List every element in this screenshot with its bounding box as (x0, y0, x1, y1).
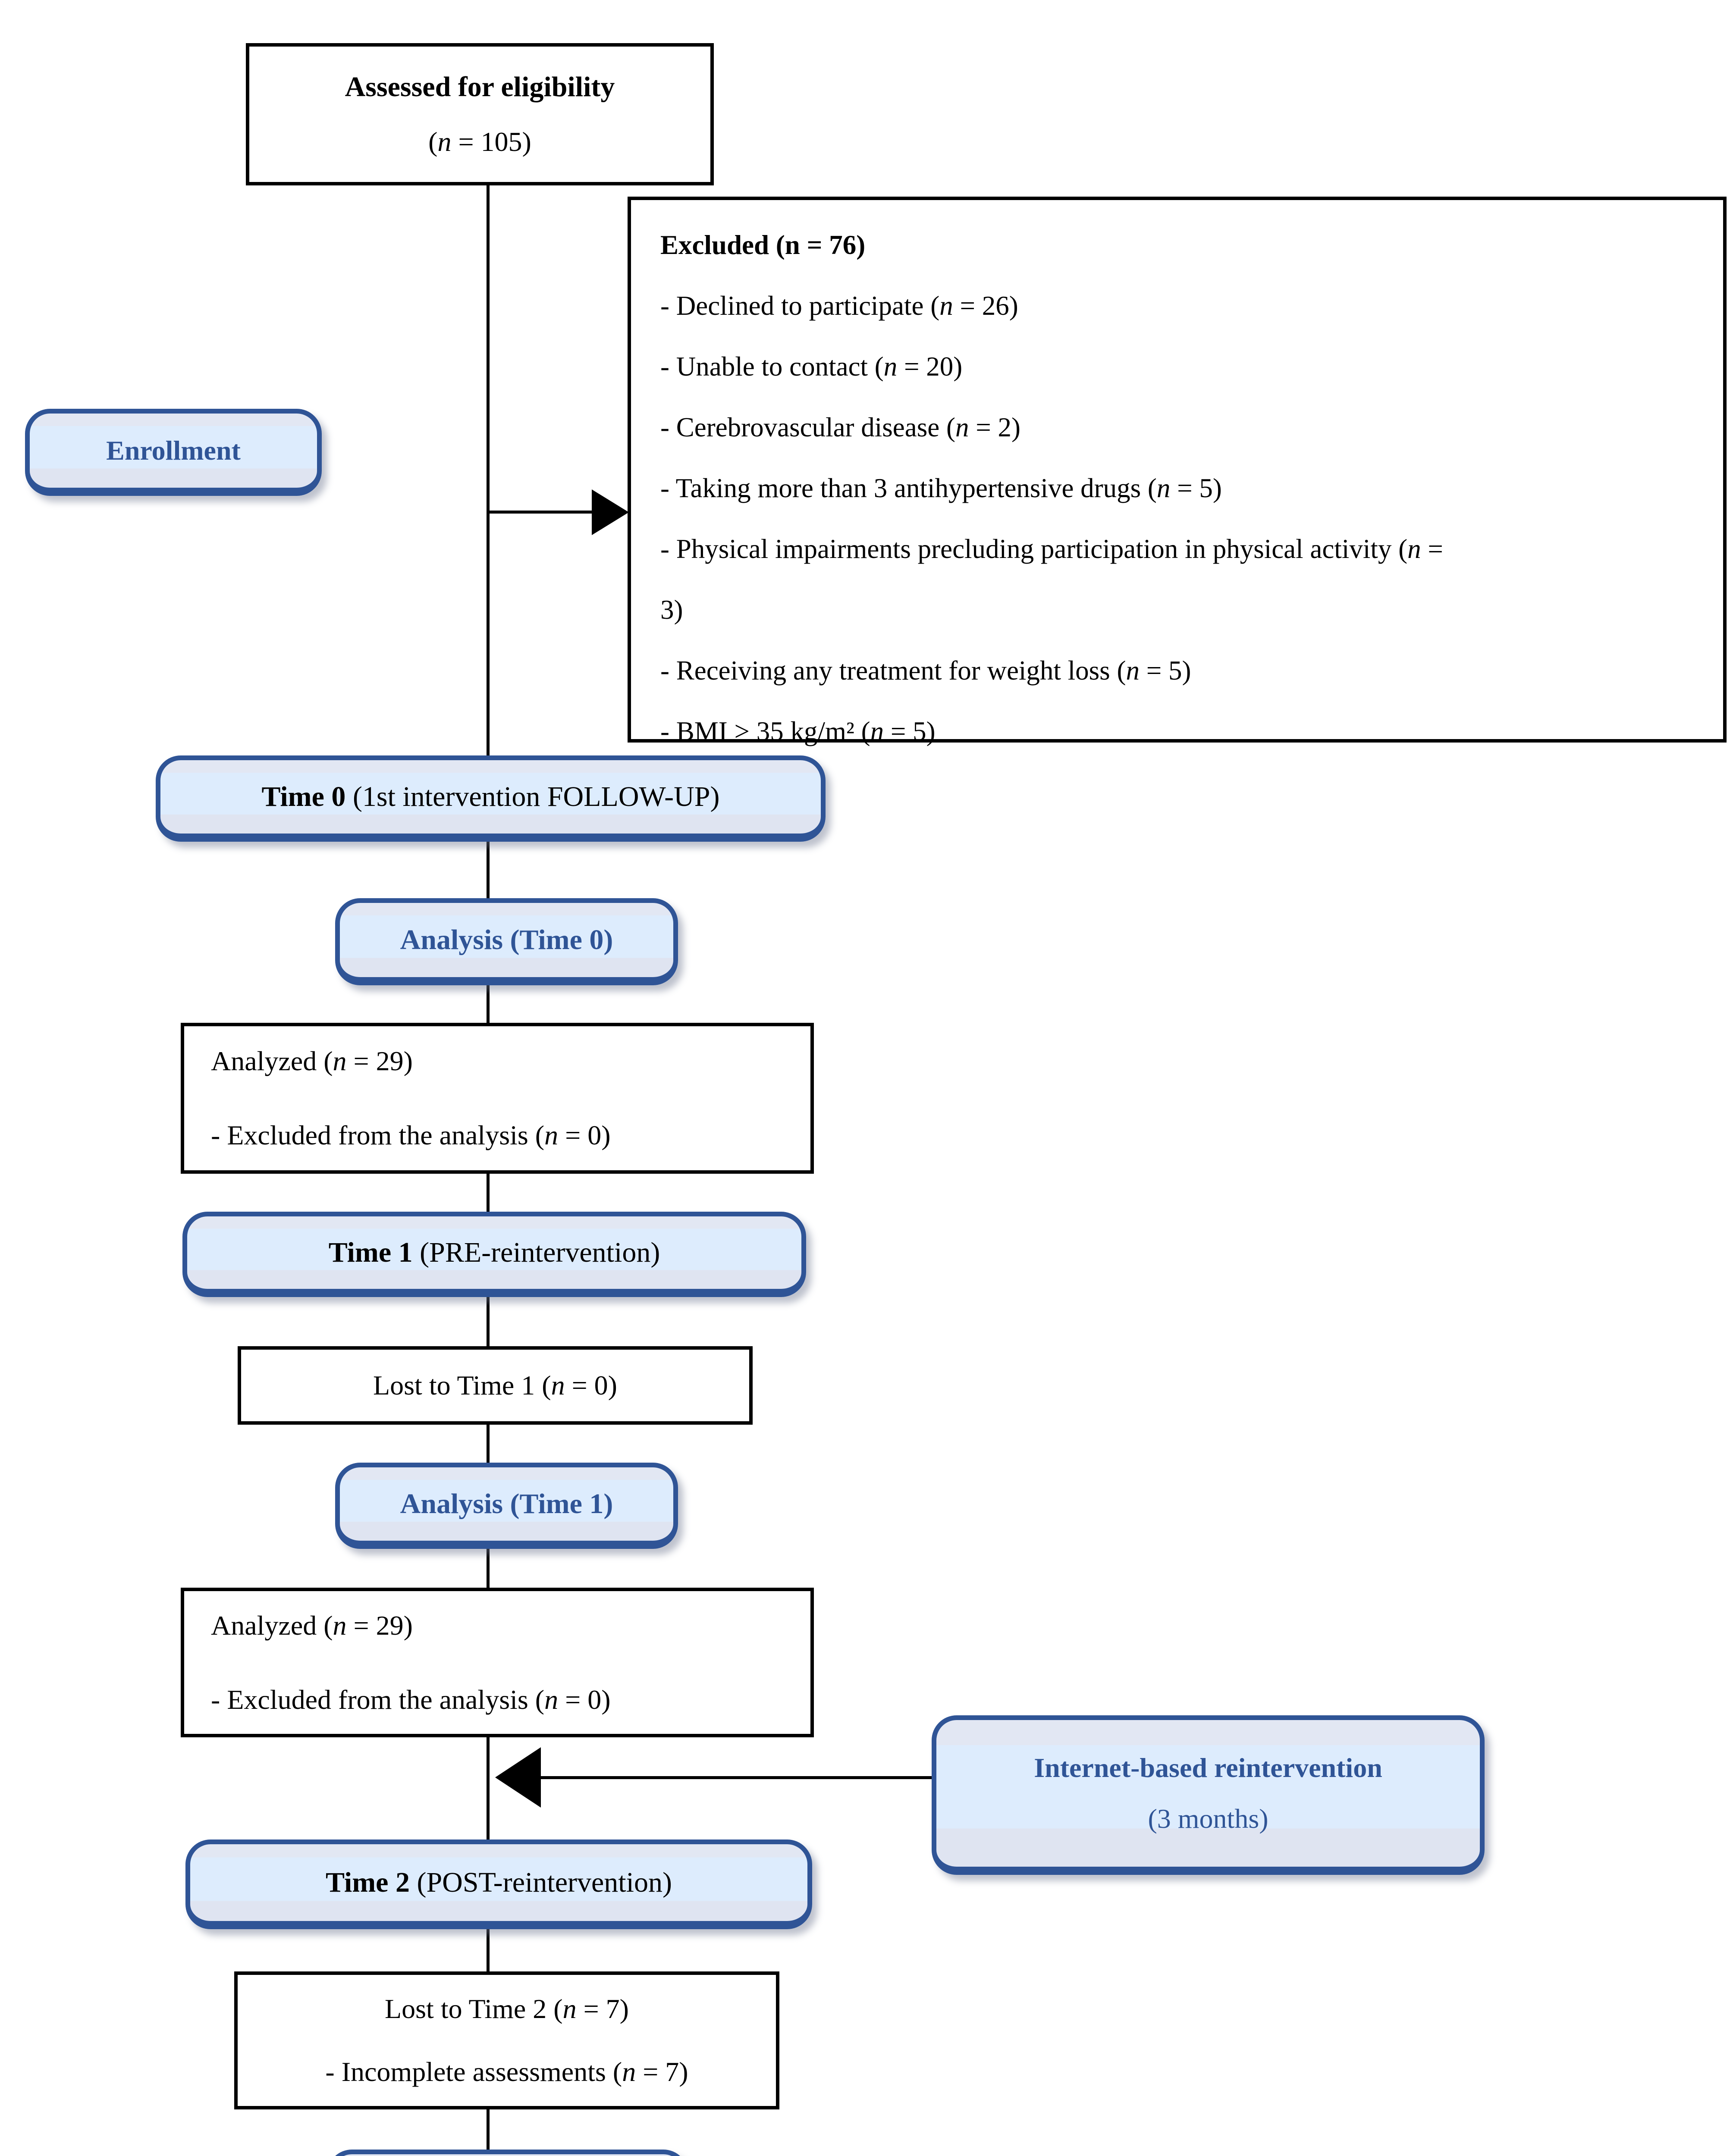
analysis-time2-box: Analysis (Time 2) (327, 2150, 688, 2156)
excluded-reason: - Taking more than 3 antihypertensive dr… (660, 473, 1222, 503)
reintervention-duration: (3 months) (1148, 1803, 1268, 1834)
time1-box: Time 1 (PRE-reintervention) (182, 1212, 806, 1297)
analyzed-time1-box: Analyzed (n = 29) - Excluded from the an… (181, 1588, 814, 1737)
time2-label-rest: (POST-reintervention) (409, 1867, 672, 1898)
analysis-time0-box: Analysis (Time 0) (335, 898, 678, 985)
time0-label: Time 0 (1st intervention FOLLOW-UP) (160, 780, 821, 813)
lost-time2-line1: Lost to Time 2 (n = 7) (385, 1993, 629, 2024)
excluded-arrowhead-right-icon (592, 489, 629, 535)
reintervention-arrow-line (539, 1776, 933, 1779)
analyzed-time1-line1: Analyzed (n = 29) (211, 1610, 413, 1641)
excluded-reason: - Cerebrovascular disease (n = 2) (660, 412, 1020, 442)
assessed-title: Assessed for eligibility (345, 71, 615, 103)
analysis-time1-label: Analysis (Time 1) (400, 1488, 613, 1520)
lost-time1-box: Lost to Time 1 (n = 0) (238, 1346, 753, 1425)
lost-time2-box: Lost to Time 2 (n = 7) - Incomplete asse… (234, 1971, 779, 2109)
time2-box: Time 2 (POST-reintervention) (185, 1839, 812, 1929)
excluded-reason: - Unable to contact (n = 20) (660, 351, 963, 382)
enrollment-stage-label: Enrollment (25, 409, 322, 496)
time2-label: Time 2 (POST-reintervention) (190, 1866, 807, 1899)
excluded-reason: - Declined to participate (n = 26) (660, 291, 1018, 321)
excluded-reason: - Physical impairments precluding partic… (660, 534, 1443, 625)
assessed-for-eligibility-box: Assessed for eligibility (n = 105) (246, 43, 714, 185)
time1-label-bold: Time 1 (328, 1237, 413, 1268)
assessed-n: (n = 105) (428, 126, 531, 157)
excluded-box: Excluded (n = 76) - Declined to particip… (628, 197, 1727, 746)
reintervention-title: Internet-based reintervention (1034, 1752, 1382, 1783)
excluded-reason: - BMI > 35 kg/m² (n = 5) (660, 716, 936, 746)
analyzed-time0-line1: Analyzed (n = 29) (211, 1046, 413, 1076)
analyzed-time0-line2: - Excluded from the analysis (n = 0) (211, 1120, 611, 1150)
time2-label-bold: Time 2 (326, 1867, 410, 1898)
analysis-time1-box: Analysis (Time 1) (335, 1463, 678, 1549)
time1-label-rest: (PRE-reintervention) (412, 1237, 660, 1268)
excluded-arrow-line (488, 511, 596, 514)
lost-time2-line2: - Incomplete assessments (n = 7) (325, 2056, 688, 2087)
time1-label: Time 1 (PRE-reintervention) (187, 1236, 801, 1269)
time0-label-bold: Time 0 (261, 781, 346, 812)
analyzed-time0-box: Analyzed (n = 29) - Excluded from the an… (181, 1023, 814, 1174)
time0-label-rest: (1st intervention FOLLOW-UP) (345, 781, 720, 812)
enrollment-label: Enrollment (106, 435, 241, 466)
lost-time1-label: Lost to Time 1 (n = 0) (373, 1370, 617, 1401)
analysis-time0-label: Analysis (Time 0) (400, 924, 613, 956)
analyzed-time1-line2: - Excluded from the analysis (n = 0) (211, 1684, 611, 1715)
excluded-reason: - Receiving any treatment for weight los… (660, 655, 1191, 686)
time0-box: Time 0 (1st intervention FOLLOW-UP) (156, 755, 826, 842)
reintervention-arrowhead-left-icon (495, 1747, 541, 1808)
internet-reintervention-box: Internet-based reintervention (3 months) (932, 1715, 1485, 1875)
excluded-title: Excluded (n = 76) (660, 230, 866, 260)
